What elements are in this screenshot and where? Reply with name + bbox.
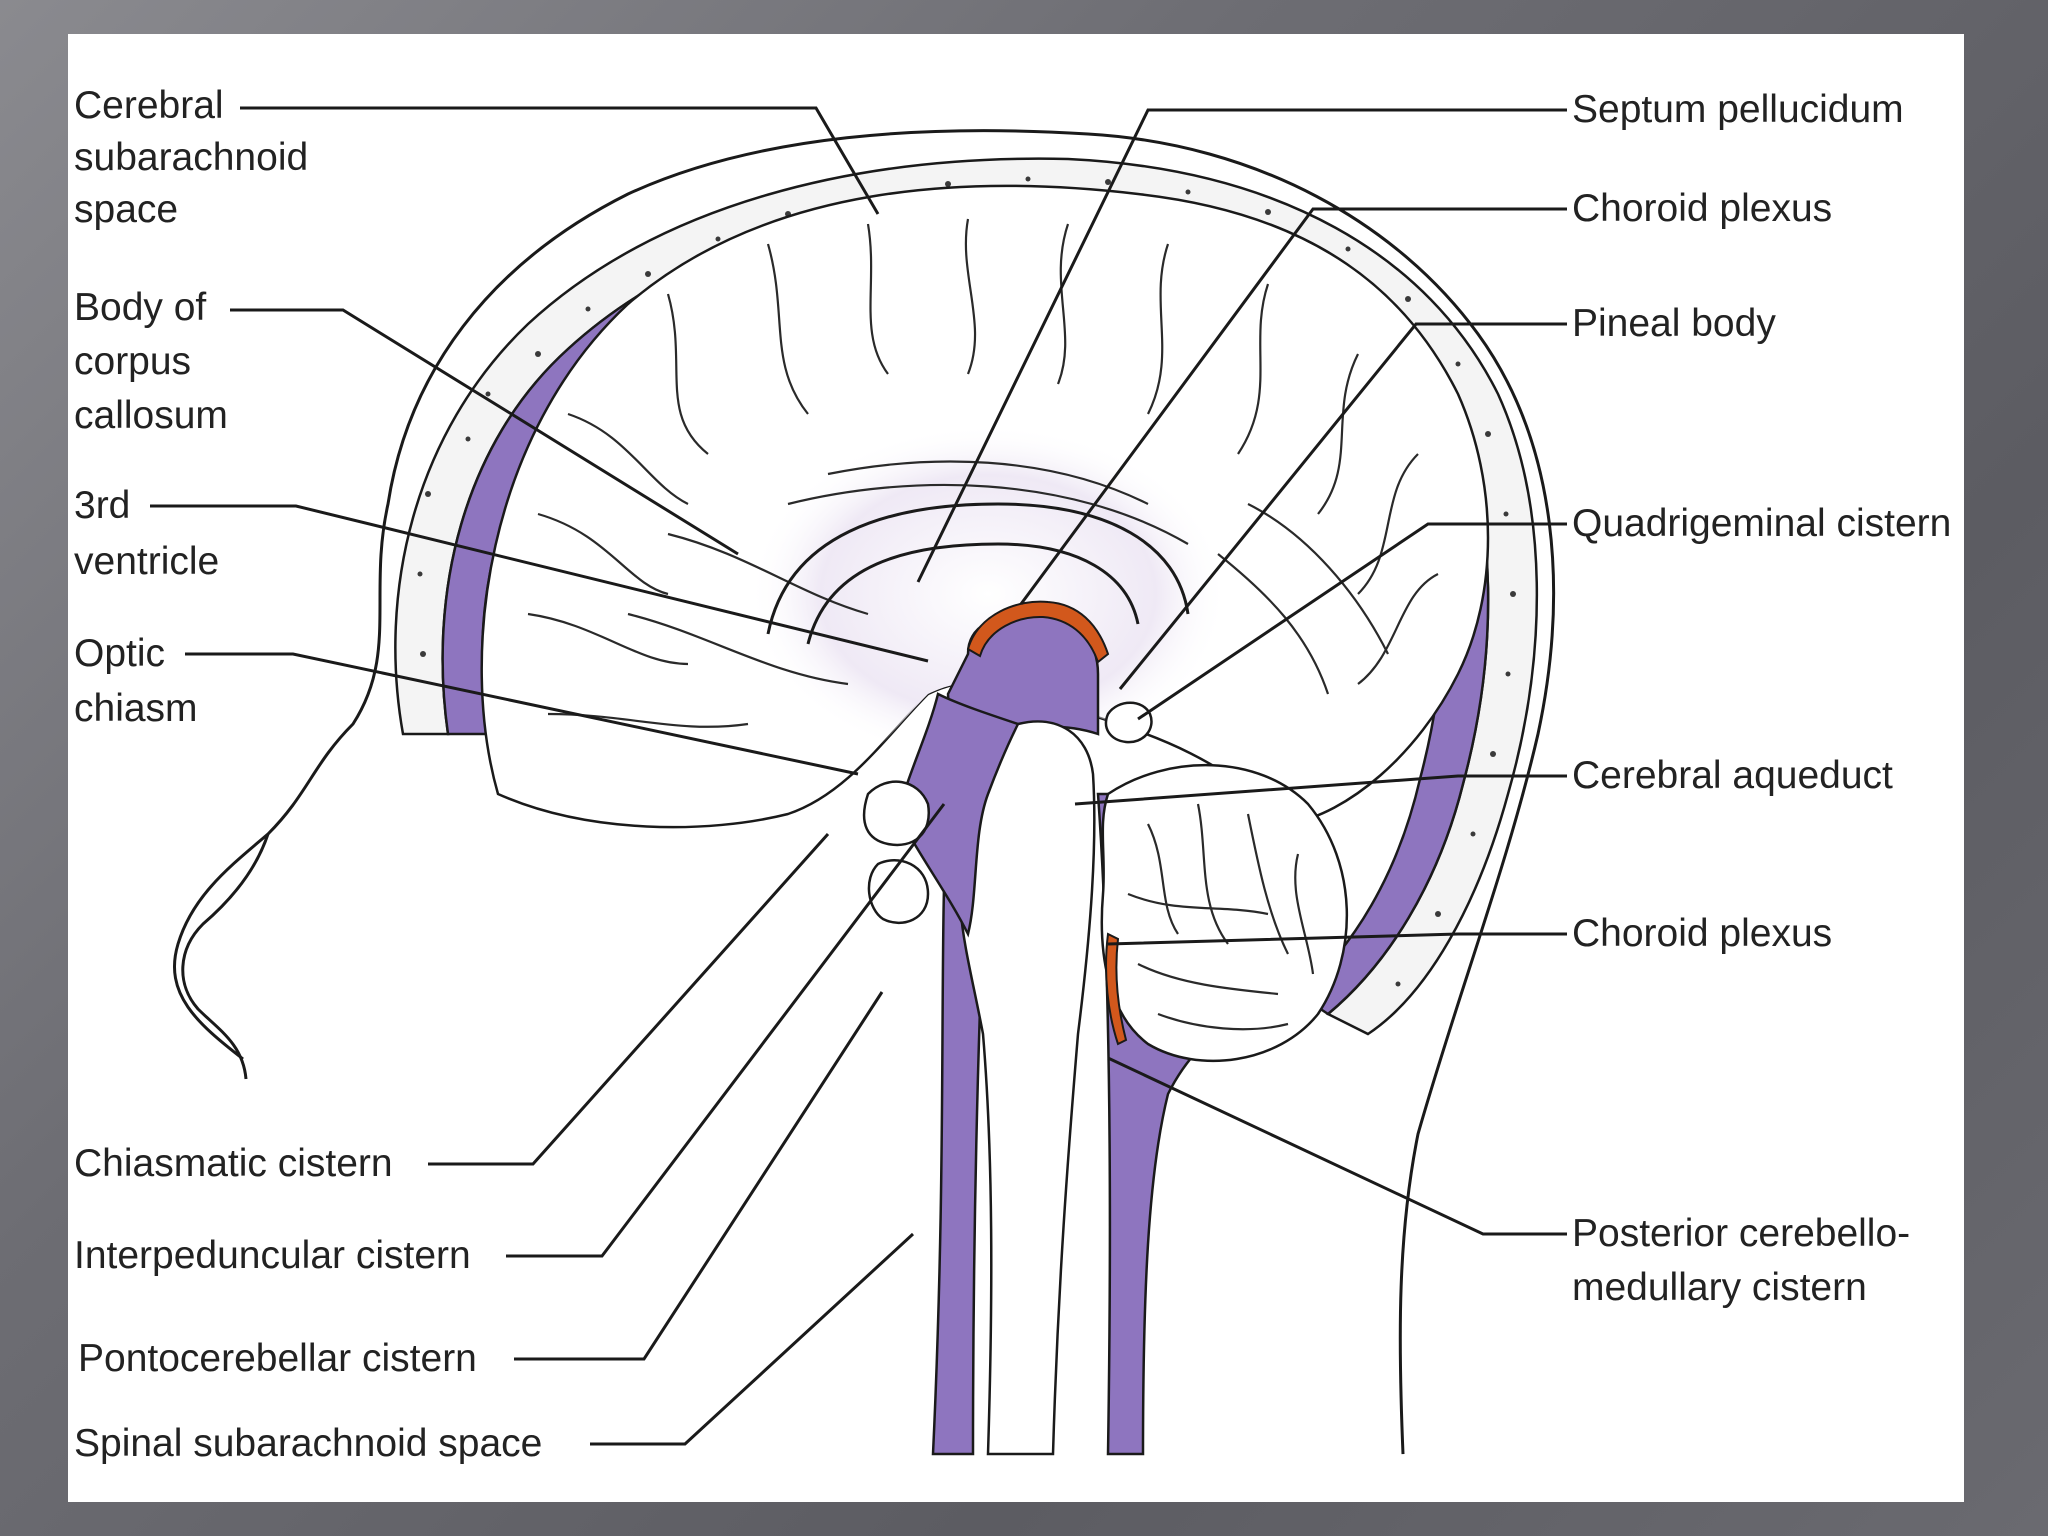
corpus-callosum xyxy=(766,502,1190,635)
head-outline xyxy=(172,129,1556,1455)
label-optic-chiasm: Optic chiasm xyxy=(74,632,198,730)
nose-outline xyxy=(181,833,270,1080)
cerebellar-folia xyxy=(1127,803,1315,1031)
choroid-plexus-upper xyxy=(966,600,1110,664)
label-cerebral-subarachnoid: Cerebral subarachnoid space xyxy=(74,84,319,231)
slide-frame: Cerebral subarachnoid space Body of corp… xyxy=(68,34,1964,1502)
label-posterior-cerebellomedullary: Posterior cerebello- medullary cistern xyxy=(1572,1212,1921,1309)
label-spinal-subarachnoid-space: Spinal subarachnoid space xyxy=(74,1422,542,1465)
pineal-body xyxy=(1104,701,1153,744)
label-pontocerebellar-cistern: Pontocerebellar cistern xyxy=(78,1337,477,1380)
pituitary xyxy=(867,859,930,925)
label-third-ventricle: 3rd ventricle xyxy=(74,484,219,583)
corpus-callosum-inner xyxy=(806,542,1140,645)
label-septum-pellucidum: Septum pellucidum xyxy=(1572,88,1904,131)
label-choroid-plexus-upper: Choroid plexus xyxy=(1572,187,1832,230)
cerebellum xyxy=(1100,764,1348,1063)
label-chiasmatic-cistern: Chiasmatic cistern xyxy=(74,1142,393,1185)
label-pineal-body: Pineal body xyxy=(1572,302,1776,345)
brain-sagittal-diagram: Cerebral subarachnoid space Body of corp… xyxy=(74,84,1951,1465)
leader-lines xyxy=(150,106,1567,1446)
label-interpeduncular-cistern: Interpeduncular cistern xyxy=(74,1234,471,1277)
label-body-corpus-callosum: Body of corpus callosum xyxy=(74,286,228,437)
label-choroid-plexus-lower: Choroid plexus xyxy=(1572,912,1832,955)
label-cerebral-aqueduct: Cerebral aqueduct xyxy=(1572,754,1893,797)
label-quadrigeminal-cistern: Quadrigeminal cistern xyxy=(1572,502,1951,545)
choroid-plexus-lower xyxy=(1105,932,1128,1046)
